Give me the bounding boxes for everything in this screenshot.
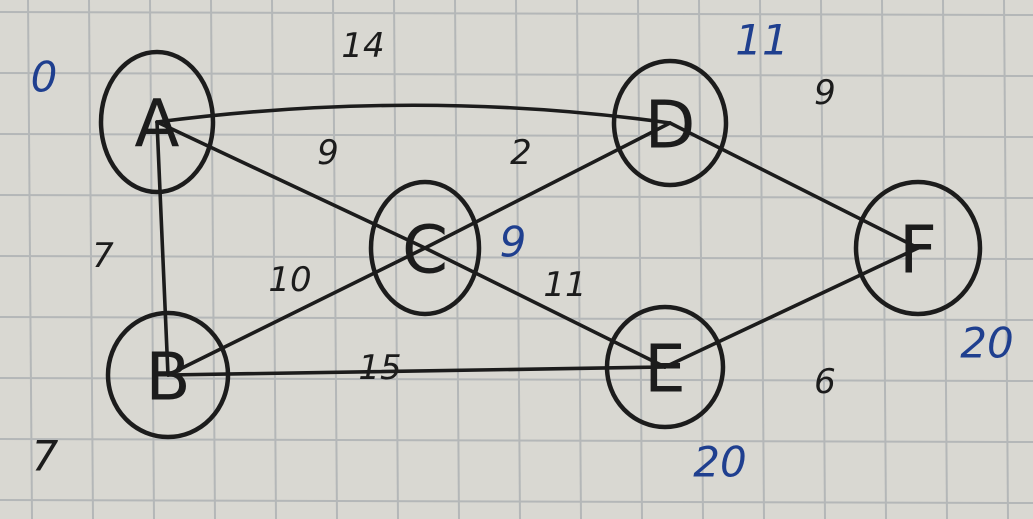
grid-line-horizontal bbox=[0, 316, 1033, 321]
node-label-e: E bbox=[644, 331, 686, 408]
grid-line-vertical bbox=[576, 0, 582, 519]
node-b: B bbox=[105, 310, 231, 440]
node-label-d: D bbox=[645, 87, 696, 164]
grid-line-vertical bbox=[393, 0, 399, 519]
node-distance-d: 11 bbox=[735, 16, 788, 65]
grid-line-vertical bbox=[515, 0, 521, 519]
node-distance-b: 7 bbox=[32, 432, 59, 481]
node-circle-c bbox=[368, 179, 482, 317]
node-distance-c: 9 bbox=[500, 218, 527, 267]
grid-line-horizontal bbox=[0, 438, 1033, 443]
distances-group: 0 7 9 11 20 20 bbox=[31, 16, 1014, 487]
edge-weight-b-c: 10 bbox=[268, 260, 311, 300]
grid-line-vertical bbox=[88, 0, 94, 519]
node-label-c: C bbox=[402, 212, 448, 289]
nodes-group: A B C D E F bbox=[98, 49, 983, 440]
node-c: C bbox=[368, 179, 482, 317]
edge-weight-a-d: 14 bbox=[341, 26, 384, 66]
edge-e-f bbox=[663, 246, 920, 369]
grid-line-horizontal bbox=[0, 377, 1033, 382]
node-f: F bbox=[853, 179, 983, 317]
edge-a-b bbox=[155, 120, 170, 377]
node-label-f: F bbox=[899, 212, 937, 289]
grid-line-vertical bbox=[210, 0, 216, 519]
node-label-b: B bbox=[145, 339, 190, 416]
edge-weight-a-c: 9 bbox=[317, 133, 339, 173]
node-circle-e bbox=[604, 304, 726, 430]
node-circle-a bbox=[98, 49, 216, 195]
node-a: A bbox=[98, 49, 216, 195]
grid-line-vertical bbox=[820, 0, 826, 519]
edge-weight-a-b: 7 bbox=[92, 236, 114, 276]
edge-weight-c-e: 11 bbox=[543, 265, 586, 305]
grid-line-horizontal bbox=[0, 499, 1033, 504]
edge-weight-d-f: 9 bbox=[814, 73, 836, 113]
node-label-a: A bbox=[134, 86, 179, 163]
grid-line-vertical bbox=[27, 0, 33, 519]
node-circle-b bbox=[105, 310, 231, 440]
grid-line-horizontal bbox=[0, 133, 1033, 138]
edges-group bbox=[155, 103, 920, 377]
grid-line-vertical bbox=[759, 0, 765, 519]
node-distance-a: 0 bbox=[31, 53, 58, 102]
grid-line-vertical bbox=[698, 0, 704, 519]
edge-c-d bbox=[423, 121, 672, 250]
grid-line-horizontal bbox=[0, 11, 1033, 16]
node-distance-e: 20 bbox=[693, 438, 746, 487]
edge-weight-e-f: 6 bbox=[814, 362, 836, 402]
weights-group: 14 9 7 10 15 2 11 9 6 bbox=[92, 26, 836, 402]
edge-weight-b-e: 15 bbox=[358, 348, 401, 388]
edge-a-c bbox=[155, 120, 427, 250]
edge-b-c bbox=[166, 246, 427, 377]
edge-b-e bbox=[166, 365, 667, 377]
grid-line-horizontal bbox=[0, 72, 1033, 77]
grid-line-horizontal bbox=[0, 194, 1033, 199]
edge-d-f bbox=[668, 121, 920, 250]
grid-line-vertical bbox=[637, 0, 643, 519]
edge-a-d bbox=[155, 103, 672, 125]
grid-line-horizontal bbox=[0, 255, 1033, 260]
grid-line-vertical bbox=[454, 0, 460, 519]
node-e: E bbox=[604, 304, 726, 430]
node-d: D bbox=[611, 58, 729, 188]
grid-line-vertical bbox=[149, 0, 155, 519]
node-distance-f: 20 bbox=[960, 319, 1013, 368]
grid-line-vertical bbox=[271, 0, 277, 519]
node-circle-f bbox=[853, 179, 983, 317]
node-circle-d bbox=[611, 58, 729, 188]
grid-line-vertical bbox=[332, 0, 338, 519]
edge-c-e bbox=[423, 246, 667, 369]
edge-weight-c-d: 2 bbox=[510, 133, 532, 173]
